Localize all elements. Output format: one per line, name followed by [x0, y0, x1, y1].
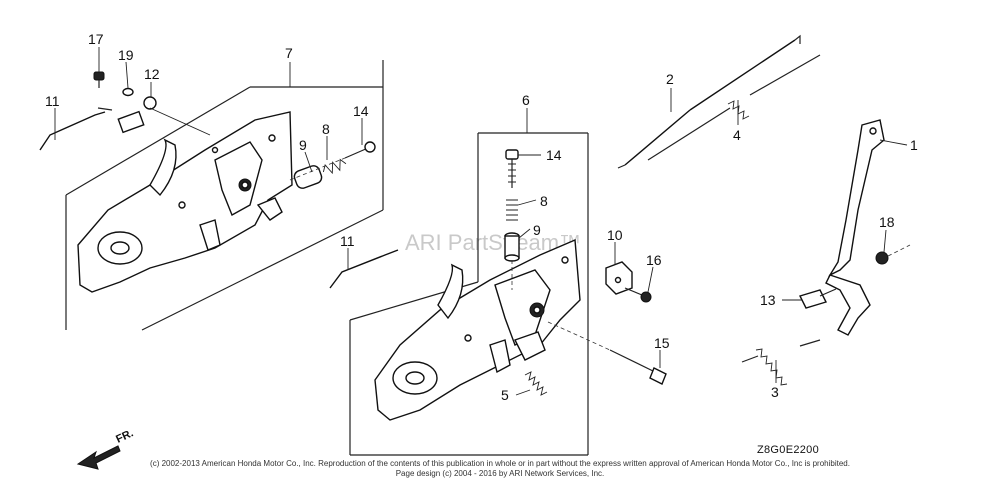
- callout-15: 15: [654, 335, 670, 351]
- copyright-line-2: Page design (c) 2004 - 2016 by ARI Netwo…: [395, 469, 605, 478]
- direction-label: FR.: [114, 427, 135, 445]
- governor-plate-left: [77, 111, 293, 293]
- callout-17: 17: [88, 31, 104, 47]
- callout-11-left: 11: [45, 93, 60, 109]
- callout-8-center: 8: [540, 193, 548, 209]
- bolt-14-center: [505, 149, 519, 188]
- callout-6: 6: [522, 92, 530, 108]
- callout-14-center: 14: [546, 147, 562, 163]
- callout-1: 1: [910, 137, 918, 153]
- bolt-15: [547, 321, 667, 385]
- diagram-code: Z8G0E2200: [757, 444, 820, 456]
- callout-11-center: 11: [340, 233, 355, 249]
- washer-19: [122, 87, 134, 97]
- rod-2: [617, 34, 801, 169]
- clip-13: [799, 288, 837, 309]
- spring-4: [647, 54, 821, 161]
- collar-9-left: [293, 165, 323, 189]
- copyright-line-1: (c) 2002-2013 American Honda Motor Co., …: [150, 459, 850, 468]
- bolt-16: [624, 287, 652, 303]
- screw-17: [93, 71, 105, 88]
- callout-10: 10: [607, 227, 623, 243]
- callout-2: 2: [666, 71, 674, 87]
- callout-13: 13: [760, 292, 776, 308]
- nut-18: [875, 244, 911, 265]
- lever-1: [825, 119, 885, 336]
- stop-switch-12: [117, 96, 211, 136]
- assembly-7-frame: [65, 60, 384, 331]
- clamp-10: [605, 261, 633, 295]
- callout-3: 3: [771, 384, 779, 400]
- callout-9-center: 9: [533, 222, 541, 238]
- callout-labels: 17 19 12 11 7 14 8 9 6 14 8 9 11 10 16 1…: [45, 31, 918, 403]
- callout-19: 19: [118, 47, 134, 63]
- leader-lines: [54, 47, 908, 396]
- callout-7: 7: [285, 45, 293, 61]
- callout-14-left: 14: [353, 103, 369, 119]
- callout-9-left: 9: [299, 137, 307, 153]
- governor-plate-center: [374, 238, 581, 421]
- callout-4: 4: [733, 127, 741, 143]
- bolt-14-left: [344, 141, 376, 159]
- spring-5: [524, 371, 548, 396]
- callout-5: 5: [501, 387, 509, 403]
- callout-18: 18: [879, 214, 895, 230]
- callout-8-left: 8: [322, 121, 330, 137]
- callout-12: 12: [144, 66, 160, 82]
- rod-11-center: [329, 249, 399, 289]
- rod-11-left: [39, 111, 106, 151]
- spring-8-left: [322, 158, 347, 175]
- collar-9-center: [504, 232, 520, 262]
- callout-16: 16: [646, 252, 662, 268]
- spring-3: [741, 339, 821, 386]
- spring-8-center: [506, 199, 518, 221]
